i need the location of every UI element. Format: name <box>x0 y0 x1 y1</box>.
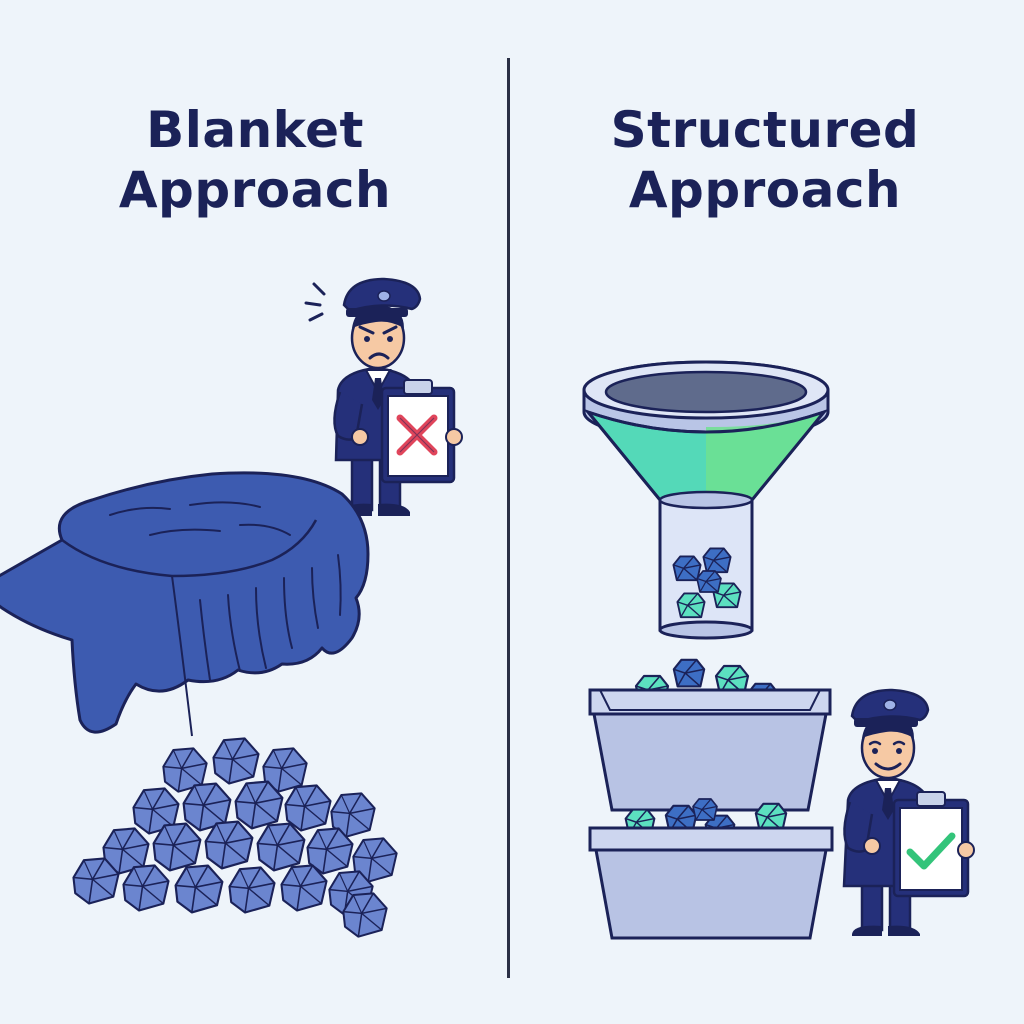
rejection-clipboard <box>380 379 463 484</box>
left-inspector <box>304 277 463 516</box>
blanket-icon <box>0 471 370 737</box>
left-title-line2: Approach <box>118 161 392 219</box>
panel-divider <box>507 58 510 978</box>
sorting-bin-top <box>588 658 832 812</box>
funnel-icon <box>582 360 830 640</box>
right-inspector <box>842 688 975 936</box>
right-title-line2: Approach <box>628 161 902 219</box>
approval-clipboard <box>892 791 975 898</box>
right-panel-title: Structured Approach <box>540 100 990 220</box>
left-panel-title: Blanket Approach <box>40 100 470 220</box>
anger-lines-icon <box>304 282 326 322</box>
sorting-bin-bottom <box>588 798 834 940</box>
crystal-pile <box>72 737 398 938</box>
right-title-line1: Structured <box>610 101 920 159</box>
green-check-icon <box>906 832 956 870</box>
left-title-line1: Blanket <box>146 101 364 159</box>
